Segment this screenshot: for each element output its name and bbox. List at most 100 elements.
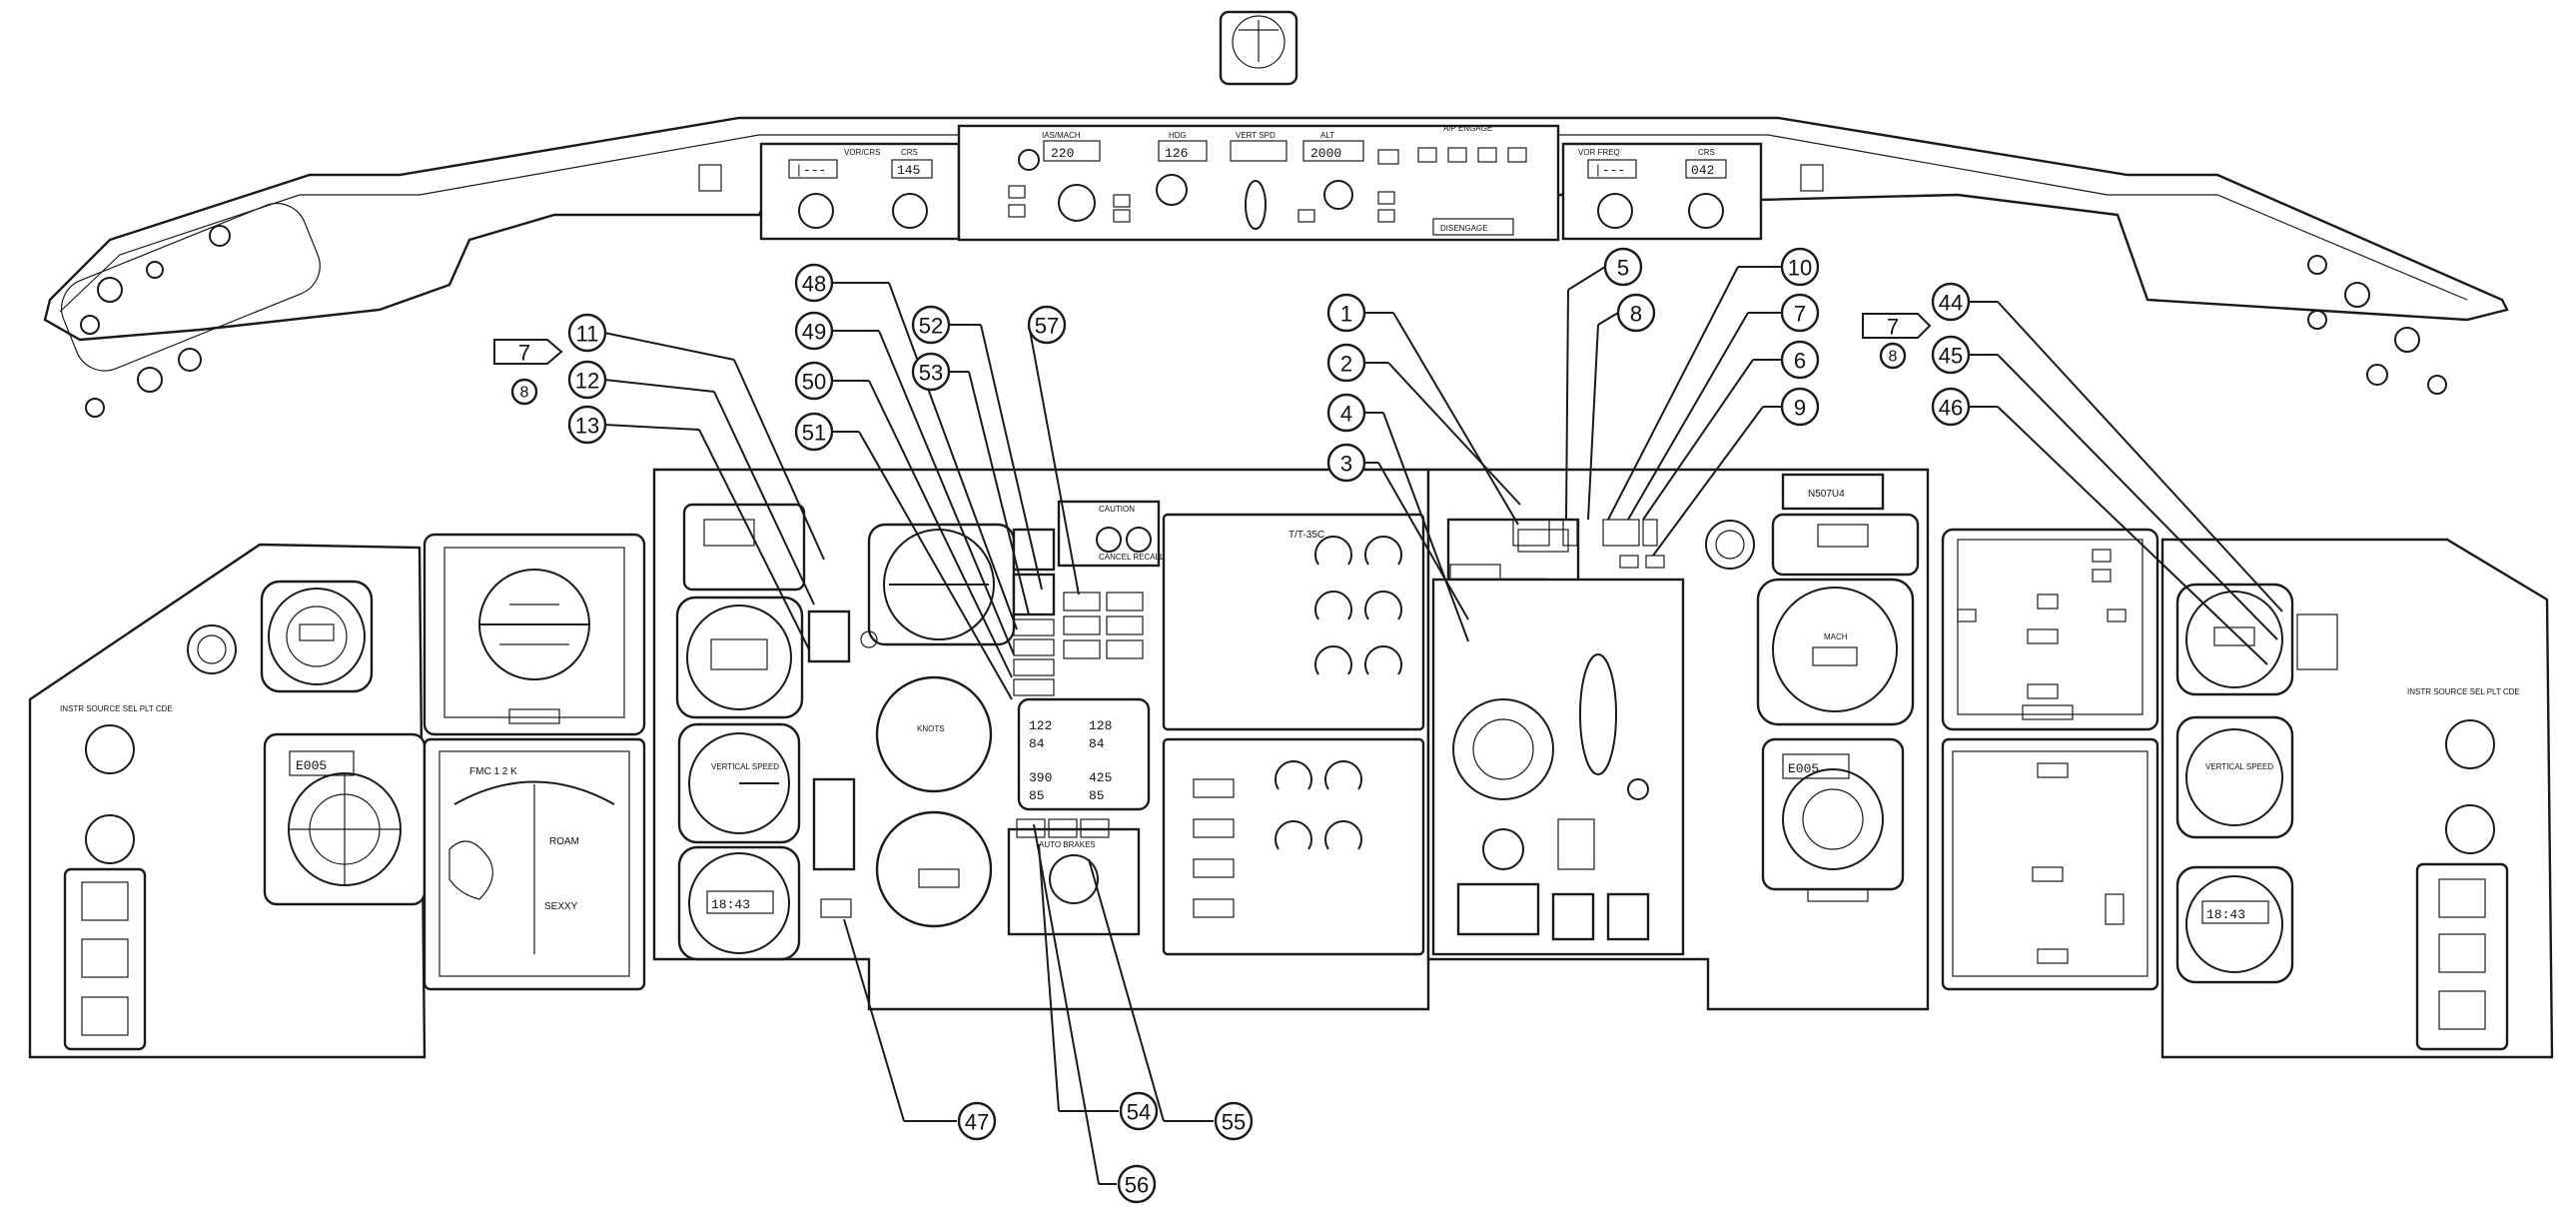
svg-text:51: 51: [802, 421, 826, 446]
left-flag-sub: 8: [520, 385, 529, 402]
center-value-5: 390: [1029, 770, 1052, 785]
alt-value: 2000: [1310, 146, 1341, 161]
callout-57: 57: [1027, 305, 1067, 345]
right-crs-label: CRS: [1698, 148, 1715, 157]
callout-11: 11: [567, 313, 607, 353]
svg-text:49: 49: [802, 320, 826, 345]
callout-6: 6: [1780, 340, 1820, 380]
flight-mode-display: FMC 1 2 K: [469, 766, 517, 777]
alt-knob[interactable]: [1323, 180, 1353, 210]
callout-50: 50: [794, 361, 834, 401]
eicas-cancel: CANCEL RECALL: [1099, 553, 1165, 562]
callout-47: 47: [957, 1101, 997, 1141]
callout-56: 56: [1117, 1164, 1157, 1204]
vert-spd-label: VERT SPD: [1236, 131, 1276, 140]
eicas-lower: [1162, 737, 1425, 956]
svg-text:44: 44: [1939, 291, 1963, 316]
left-ehsi: FMC 1 2 K ROAM SEXXY: [423, 737, 646, 991]
center-value-6: 425: [1089, 770, 1112, 785]
left-vor-crs-label: VOR/CRS: [844, 148, 880, 157]
svg-text:46: 46: [1939, 396, 1963, 421]
callout-54: 54: [1119, 1091, 1159, 1131]
left-eadi: [423, 533, 646, 736]
hdg-value: 126: [1165, 146, 1188, 161]
ap-engage-label: A/P ENGAGE: [1443, 124, 1492, 133]
svg-text:|---: |---: [1594, 163, 1625, 178]
callout-49: 49: [794, 311, 834, 351]
callout-7: 7: [1780, 293, 1820, 333]
disengage-label: DISENGAGE: [1440, 224, 1488, 233]
center-value-4: 84: [1089, 736, 1105, 751]
right-flag-tag: 7 8: [1862, 313, 1932, 370]
right-alt-readout: E005: [1788, 761, 1819, 776]
hdg-knob[interactable]: [1156, 174, 1188, 206]
svg-text:1: 1: [1340, 302, 1352, 327]
svg-text:|---: |---: [795, 163, 826, 178]
eicas-upper: T/T-35C: [1162, 513, 1425, 731]
svg-text:SEXXY: SEXXY: [544, 901, 578, 912]
svg-text:10: 10: [1788, 256, 1812, 281]
right-vor-knob[interactable]: [1597, 193, 1633, 229]
fo-vertical-speed-label: VERTICAL SPEED: [2205, 762, 2273, 771]
leader-lines: [603, 266, 2283, 1185]
svg-text:50: 50: [802, 370, 826, 395]
right-ehsi: [1941, 737, 2159, 991]
svg-text:7: 7: [1794, 302, 1806, 327]
svg-text:3: 3: [1340, 452, 1352, 477]
autobrake-label: AUTO BRAKES: [1039, 840, 1096, 849]
knots-label: KNOTS: [917, 724, 945, 733]
svg-text:13: 13: [575, 414, 599, 439]
center-value-3: 84: [1029, 736, 1045, 751]
right-crs-knob[interactable]: [1688, 193, 1724, 229]
standby-compass: [1219, 10, 1298, 86]
left-nav-knob[interactable]: [85, 814, 135, 864]
left-source-knob[interactable]: [85, 724, 135, 774]
callout-10: 10: [1780, 247, 1820, 287]
callout-53: 53: [911, 352, 951, 392]
right-flag-sub: 8: [1889, 349, 1898, 366]
fo-center-cluster: N507U4 MACH E005: [1426, 468, 1930, 1011]
hdg-label: HDG: [1169, 131, 1187, 140]
left-clock-time: 18:43: [711, 897, 750, 912]
svg-text:8: 8: [1630, 302, 1642, 327]
eicas-header: CAUTION: [1099, 505, 1135, 514]
left-flag-tag: 7 8: [493, 339, 563, 406]
right-source-knob[interactable]: [2445, 719, 2495, 769]
ias-knob[interactable]: [1058, 184, 1096, 222]
center-value-8: 85: [1089, 788, 1105, 803]
autobrake-knob[interactable]: [1049, 854, 1099, 904]
svg-text:5: 5: [1617, 256, 1629, 281]
glareshield: VOR/CRS |--- CRS 145 IAS/MACH 220 HDG 12…: [43, 116, 2509, 418]
svg-text:47: 47: [965, 1110, 989, 1135]
eicas-primary-title: T/T-35C: [1288, 530, 1324, 541]
callout-48: 48: [794, 263, 834, 303]
callout-4: 4: [1326, 393, 1366, 433]
registration-plate: N507U4: [1808, 489, 1845, 500]
svg-text:9: 9: [1794, 396, 1806, 421]
left-vor-crs-panel: VOR/CRS |--- CRS 145: [759, 142, 961, 241]
svg-text:6: 6: [1794, 349, 1806, 374]
right-side-controls: [2307, 255, 2447, 395]
svg-text:55: 55: [1222, 1110, 1246, 1135]
left-crs-knob[interactable]: [892, 193, 928, 229]
right-nav-knob[interactable]: [2445, 804, 2495, 854]
ias-mach-label: IAS/MACH: [1042, 131, 1081, 140]
left-vor-knob[interactable]: [798, 193, 834, 229]
svg-text:12: 12: [575, 369, 599, 394]
callout-2: 2: [1326, 343, 1366, 383]
callout-8: 8: [1616, 293, 1656, 333]
alt-label: ALT: [1320, 131, 1334, 140]
left-crs-value: 145: [897, 163, 920, 178]
right-flag-number: 7: [1887, 315, 1899, 340]
left-flag-number: 7: [518, 341, 530, 366]
vs-wheel[interactable]: [1245, 180, 1267, 230]
svg-text:54: 54: [1127, 1100, 1151, 1125]
svg-text:4: 4: [1340, 402, 1352, 427]
callout-46: 46: [1931, 387, 1971, 427]
right-source-sel-title: INSTR SOURCE SEL PLT CDE: [2407, 687, 2520, 696]
left-side-controls: [61, 203, 321, 418]
svg-text:53: 53: [919, 361, 943, 386]
svg-text:11: 11: [576, 322, 599, 347]
svg-text:45: 45: [1939, 344, 1963, 369]
